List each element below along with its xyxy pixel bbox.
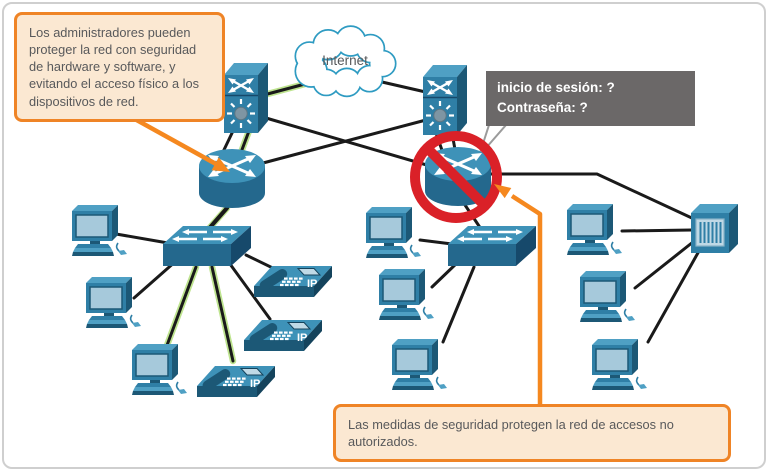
network-link	[646, 249, 701, 344]
network-link	[132, 259, 178, 300]
pc-icon	[579, 270, 636, 323]
network-link	[210, 265, 235, 363]
network-link	[487, 172, 696, 221]
network-link	[228, 262, 272, 321]
network-link	[261, 118, 428, 165]
pc-icon	[365, 206, 422, 259]
network-link	[418, 238, 454, 246]
pc-icon	[131, 343, 188, 396]
internet-label: Internet	[322, 53, 368, 68]
network-link	[380, 80, 432, 95]
pc-icon	[566, 203, 623, 256]
network-link	[620, 228, 694, 233]
pc-icon	[378, 268, 435, 321]
network-link	[264, 116, 439, 170]
callout-security-measures: Las medidas de seguridad protegen la red…	[333, 404, 731, 463]
pc-icon	[591, 338, 648, 391]
callout-connectors	[131, 116, 543, 404]
network-link	[164, 265, 198, 350]
ip-phone-icon	[253, 265, 333, 298]
switch-middle-icon	[448, 226, 536, 268]
switch-left-icon	[163, 226, 251, 268]
login-prompt-box: inicio de sesión: ? Contraseña: ?	[486, 71, 695, 126]
ip-phone-icon	[243, 319, 323, 352]
network-link	[633, 240, 695, 290]
internet-cloud-icon: Internet	[294, 25, 397, 98]
ip-phone-icon	[196, 365, 276, 398]
network-link	[114, 232, 170, 245]
firewall-icon	[691, 203, 739, 253]
network-link	[441, 265, 476, 344]
callout-admin-protection: Los administradores pueden proteger la r…	[14, 12, 225, 122]
login-prompt-line1: inicio de sesión: ?	[497, 80, 615, 95]
multilayer-switch-right-icon	[423, 65, 469, 137]
pc-icon	[71, 204, 128, 257]
network-link	[430, 260, 460, 289]
pc-icon	[391, 338, 448, 391]
login-prompt-line2: Contraseña: ?	[497, 100, 588, 116]
multilayer-switch-left-icon	[224, 63, 270, 135]
pc-icon	[85, 276, 142, 329]
prohibited-sign-icon	[410, 131, 502, 223]
